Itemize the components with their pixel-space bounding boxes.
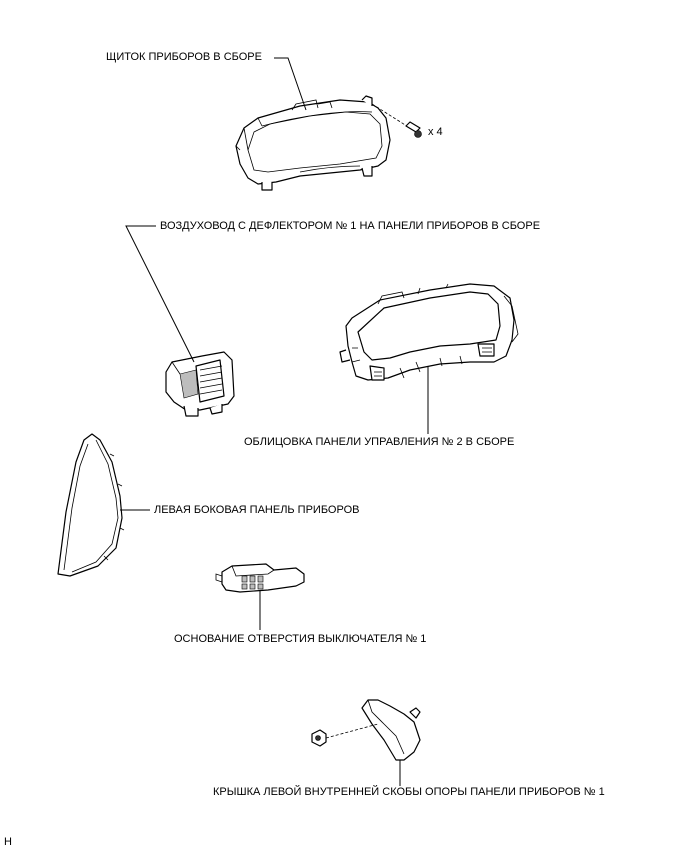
combination-meter-part [235,95,422,191]
side-panel-lh-part [57,433,125,577]
combination-meter-leader [274,57,307,111]
side-panel-lh-label: ЛЕВАЯ БОКОВАЯ ПАНЕЛЬ ПРИБОРОВ [154,504,360,516]
cluster-finish-panel-part [339,283,519,381]
air-duct-register-part [165,351,235,417]
switch-hole-base-part [215,563,305,593]
air-duct-label: ВОЗДУХОВОД С ДЕФЛЕКТОРОМ № 1 НА ПАНЕЛИ П… [160,220,541,232]
screw-quantity-label: x 4 [428,126,443,138]
bracket-cover-lh-label: КРЫШКА ЛЕВОЙ ВНУТРЕННЕЙ СКОБЫ ОПОРЫ ПАНЕ… [213,786,605,798]
bracket-cover-lh-part [311,699,421,761]
cluster-finish-panel-label: ОБЛИЦОВКА ПАНЕЛИ УПРАВЛЕНИЯ № 2 В СБОРЕ [244,436,515,448]
air-duct-leader [125,225,195,363]
corner-mark-label: H [4,836,12,848]
combination-meter-label: ЩИТОК ПРИБОРОВ В СБОРЕ [106,51,262,63]
switch-hole-base-label: ОСНОВАНИЕ ОТВЕРСТИЯ ВЫКЛЮЧАТЕЛЯ № 1 [174,633,427,645]
